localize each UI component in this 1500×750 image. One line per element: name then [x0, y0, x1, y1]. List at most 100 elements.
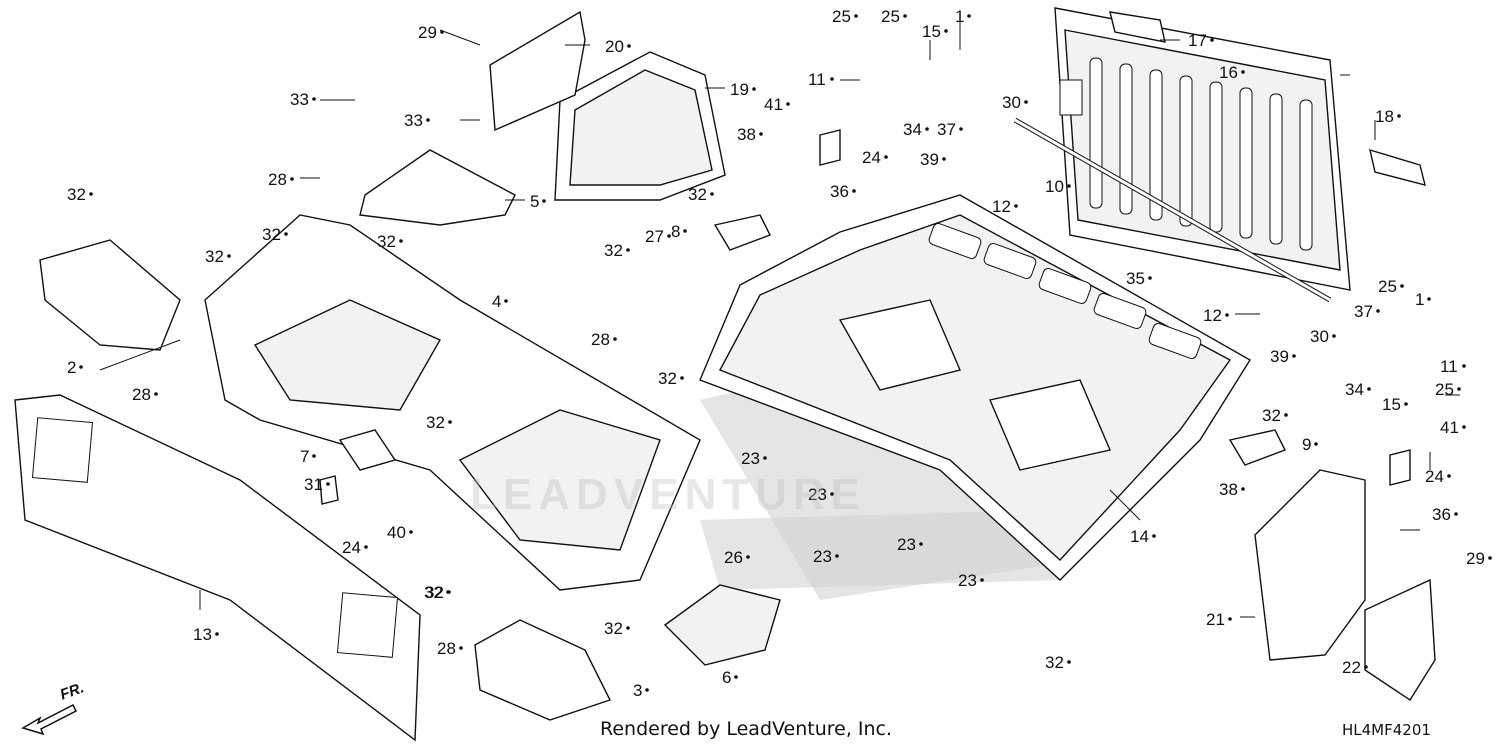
callout-dot	[884, 155, 888, 159]
callout-dot	[227, 254, 231, 258]
callout-dot	[1241, 70, 1245, 74]
callout-25: 25	[881, 7, 900, 26]
part-14-cargo-bed	[699, 194, 1251, 581]
callout-28: 28	[132, 385, 151, 404]
callout-dot	[667, 234, 671, 238]
callout-17: 17	[1188, 31, 1207, 50]
callout-27: 27	[645, 227, 664, 246]
part-22-cover	[1364, 578, 1436, 701]
callout-32: 32	[262, 225, 281, 244]
callout-dot	[786, 102, 790, 106]
callout-1: 1	[955, 7, 964, 26]
callout-dot	[759, 132, 763, 136]
leader-lines	[99, 20, 1460, 618]
callout-30: 30	[1002, 93, 1021, 112]
callout-32: 32	[688, 185, 707, 204]
callout-30: 30	[1310, 327, 1329, 346]
callout-36: 36	[830, 182, 849, 201]
callout-dot	[1014, 204, 1018, 208]
callout-dot	[326, 482, 330, 486]
callout-dot	[710, 192, 714, 196]
callout-28: 28	[437, 639, 456, 658]
part-24-brackets	[319, 129, 1411, 505]
callout-24: 24	[862, 148, 881, 167]
callout-41: 41	[764, 95, 783, 114]
callout-dot	[645, 688, 649, 692]
callout-dot	[852, 189, 856, 193]
callout-dot	[1400, 284, 1404, 288]
part-5-bracket	[359, 149, 516, 226]
callout-24: 24	[1425, 467, 1444, 486]
callout-13: 13	[193, 625, 212, 644]
callout-32: 32	[377, 232, 396, 251]
callout-37: 37	[1354, 302, 1373, 321]
callout-dot	[613, 337, 617, 341]
callout-32: 32	[426, 413, 445, 432]
callout-dot	[944, 29, 948, 33]
part-7-plate	[338, 429, 397, 471]
callout-23: 23	[958, 571, 977, 590]
callout-dot	[763, 456, 767, 460]
callout-dot	[959, 127, 963, 131]
callout-26: 26	[724, 548, 743, 567]
part-21-panel	[1254, 469, 1366, 661]
callout-4: 4	[492, 292, 501, 311]
callout-dot	[1292, 354, 1296, 358]
callout-dot	[1067, 660, 1071, 664]
callout-dot	[1152, 534, 1156, 538]
part-8-clip	[713, 214, 771, 251]
callout-36: 36	[1432, 505, 1451, 524]
callout-dot	[830, 492, 834, 496]
callout-32: 32	[1045, 653, 1064, 672]
callout-41: 41	[1440, 418, 1459, 437]
callout-dot	[1225, 313, 1229, 317]
callout-23: 23	[741, 449, 760, 468]
callout-23: 23	[808, 485, 827, 504]
callout-dot	[504, 299, 508, 303]
callout-33: 33	[404, 111, 423, 130]
callout-38: 38	[1219, 480, 1238, 499]
callout-dot	[542, 199, 546, 203]
callout-dot	[925, 127, 929, 131]
part-2-bracket	[39, 239, 181, 351]
callout-29: 29	[418, 23, 437, 42]
callout-dot	[290, 177, 294, 181]
callout-dot	[854, 14, 858, 18]
callout-34: 34	[1345, 380, 1364, 399]
callout-7: 7	[300, 447, 309, 466]
part-19-panel	[554, 51, 726, 201]
callout-dot	[79, 365, 83, 369]
callout-dot	[409, 530, 413, 534]
callout-14: 14	[1130, 527, 1149, 546]
callout-24: 24	[342, 538, 361, 557]
callout-dot	[1367, 387, 1371, 391]
callout-dot	[752, 87, 756, 91]
callout-11: 11	[808, 70, 826, 89]
callout-dot	[1364, 665, 1368, 669]
callout-dot	[426, 118, 430, 122]
callout-dot	[627, 44, 631, 48]
callout-dot	[1427, 297, 1431, 301]
part-4-floor-tub	[204, 214, 701, 591]
callout-32: 32	[425, 583, 444, 602]
callout-dot	[1454, 512, 1458, 516]
callout-20: 20	[605, 37, 624, 56]
front-arrow-icon	[21, 703, 78, 735]
callout-39: 39	[1270, 347, 1289, 366]
callout-11: 11	[1440, 357, 1458, 376]
callout-32: 32	[1262, 406, 1281, 425]
callout-15: 15	[922, 22, 941, 41]
callout-dot	[683, 229, 687, 233]
callout-dot	[919, 542, 923, 546]
callout-25: 25	[832, 7, 851, 26]
callout-dot	[1447, 474, 1451, 478]
part-10-rod	[1013, 117, 1332, 303]
callout-32: 32	[424, 583, 443, 602]
credit-text: Rendered by LeadVenture, Inc.	[600, 718, 893, 740]
callout-dot	[364, 545, 368, 549]
callout-19: 19	[730, 80, 749, 99]
callout-dot	[1148, 276, 1152, 280]
callout-39: 39	[920, 150, 939, 169]
callout-32: 32	[67, 185, 86, 204]
callout-29: 29	[1466, 549, 1485, 568]
